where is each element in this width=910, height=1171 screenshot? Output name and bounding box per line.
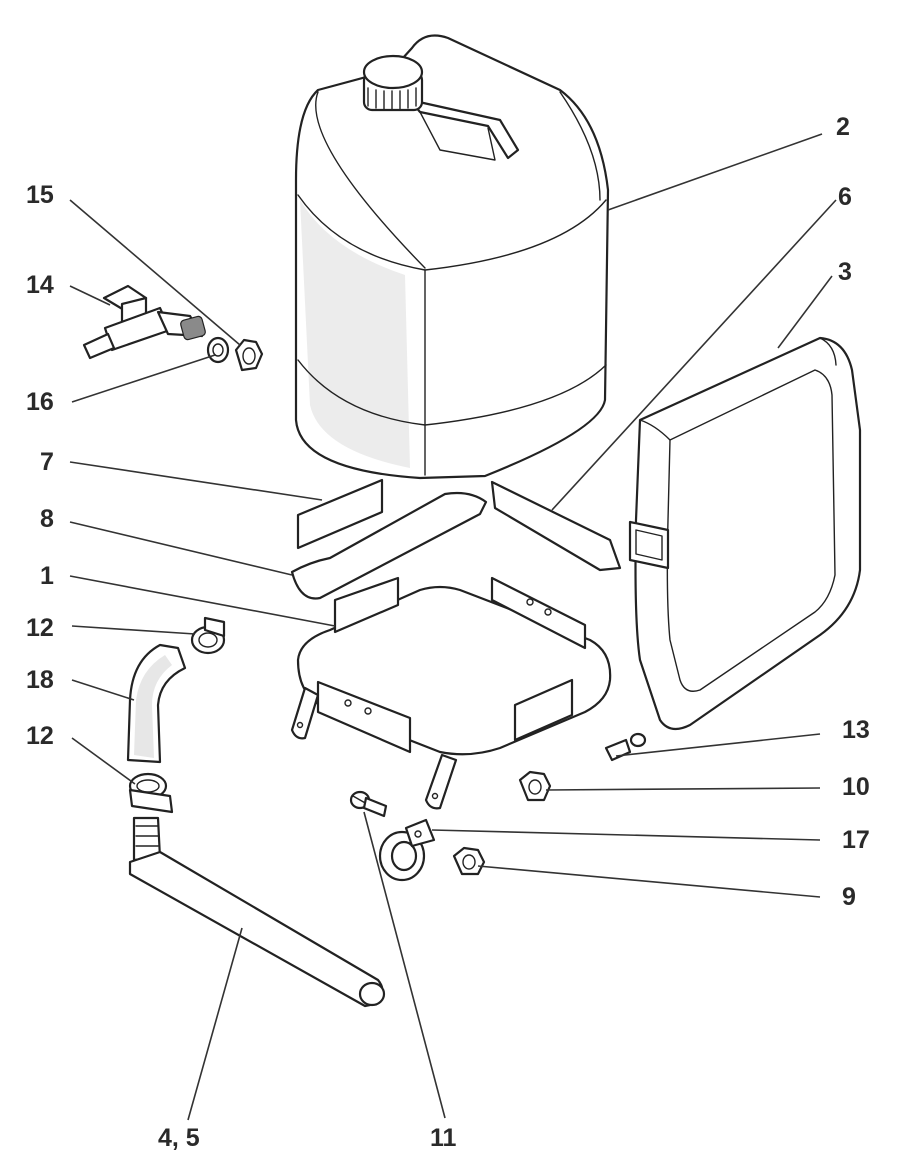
part-4-5-spout bbox=[128, 816, 386, 1008]
part-2-jerrycan bbox=[294, 34, 610, 480]
callout-3: 3 bbox=[838, 258, 852, 286]
callout-4-5: 4, 5 bbox=[158, 1124, 200, 1152]
callout-12-upper: 12 bbox=[26, 614, 54, 642]
part-15-nut bbox=[234, 338, 264, 372]
part-12-clip-lower bbox=[128, 772, 174, 814]
callout-18: 18 bbox=[26, 666, 54, 694]
callout-16: 16 bbox=[26, 388, 54, 416]
callout-7: 7 bbox=[40, 448, 54, 476]
part-9-nut bbox=[452, 846, 486, 876]
part-10-nut bbox=[518, 770, 552, 802]
callout-8: 8 bbox=[40, 505, 54, 533]
callout-labels: 2 6 3 15 14 16 7 8 1 12 18 12 13 10 17 9… bbox=[26, 113, 870, 1152]
part-6-plate bbox=[490, 480, 622, 572]
part-11-screw bbox=[349, 790, 388, 818]
callout-9: 9 bbox=[842, 883, 856, 911]
leader-lines bbox=[69, 133, 837, 1121]
part-8-pad bbox=[290, 491, 488, 600]
callout-17: 17 bbox=[842, 826, 870, 854]
part-3-frame bbox=[628, 336, 862, 731]
part-16-washer bbox=[206, 336, 230, 364]
callout-6: 6 bbox=[838, 183, 852, 211]
callout-13: 13 bbox=[842, 716, 870, 744]
part-7-strip bbox=[296, 478, 384, 550]
callout-1: 1 bbox=[40, 562, 54, 590]
callout-11: 11 bbox=[430, 1124, 457, 1152]
part-18-hose bbox=[126, 643, 187, 764]
part-12-clip-upper bbox=[190, 616, 226, 655]
part-13-rivet bbox=[604, 732, 647, 762]
callout-2: 2 bbox=[836, 113, 850, 141]
callout-15: 15 bbox=[26, 181, 54, 209]
callout-10: 10 bbox=[842, 773, 870, 801]
callout-12-lower: 12 bbox=[26, 722, 54, 750]
part-14-valve bbox=[82, 284, 206, 360]
callout-14: 14 bbox=[26, 271, 54, 299]
part-1-tray bbox=[290, 576, 612, 810]
part-17-clamp bbox=[378, 818, 436, 882]
